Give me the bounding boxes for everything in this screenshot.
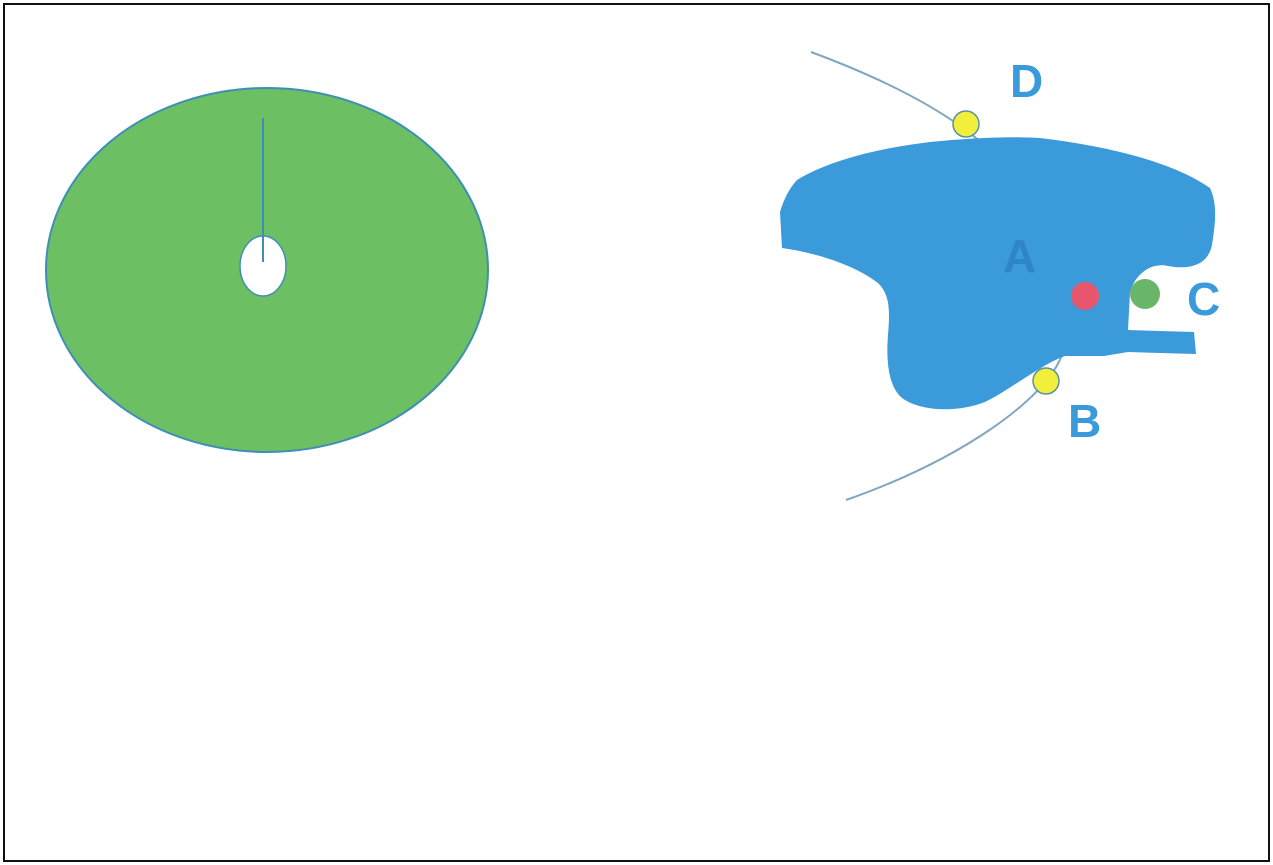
label-b: B	[1068, 395, 1101, 447]
label-a: A	[1003, 230, 1036, 282]
point-b-marker	[1033, 368, 1059, 394]
point-d-marker	[953, 111, 979, 137]
point-red-marker	[1071, 282, 1099, 310]
blue-region	[780, 137, 1215, 409]
green-disc-group	[46, 88, 488, 452]
point-c-marker	[1130, 279, 1160, 309]
label-c: C	[1187, 273, 1220, 325]
label-d: D	[1010, 55, 1043, 107]
